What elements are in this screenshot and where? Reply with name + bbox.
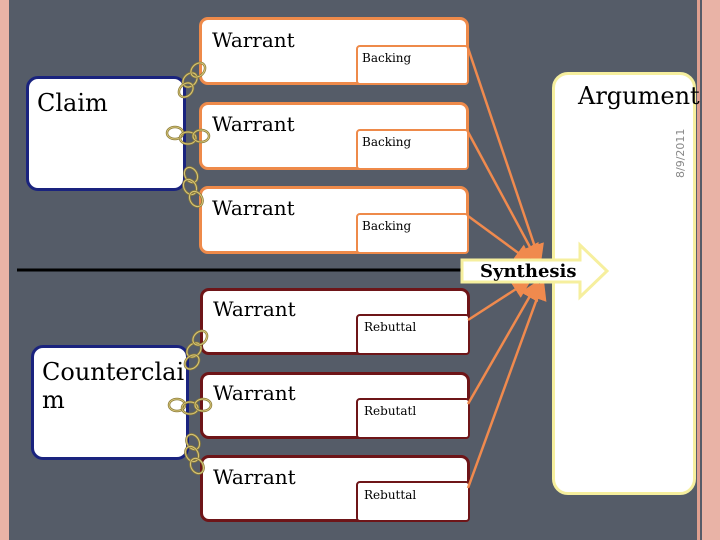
- counterclaim-label: Counterclai m: [42, 358, 185, 414]
- counterclaim-box: [31, 345, 189, 460]
- backing-box: [356, 213, 469, 254]
- claim-label: Claim: [37, 89, 108, 117]
- rebuttal-box: [356, 398, 470, 439]
- synthesis-label: Synthesis: [480, 261, 577, 282]
- warrant-label: Warrant: [212, 28, 295, 52]
- convergence-arrows: [466, 47, 547, 489]
- rebuttal-box: [356, 314, 470, 355]
- chain-icon: [181, 430, 208, 478]
- chain-icon: [180, 326, 212, 374]
- frame-right-border: [702, 0, 720, 540]
- warrant-label: Warrant: [213, 381, 296, 405]
- rebuttal-label: Rebuttal: [364, 320, 417, 334]
- backing-label: Backing: [362, 51, 412, 65]
- chain-icon: [167, 397, 213, 416]
- chain-icon: [165, 125, 211, 146]
- rebuttal-label: Rebutatl: [364, 404, 417, 418]
- argument-box: [552, 72, 696, 495]
- warrant-label: Warrant: [212, 112, 295, 136]
- backing-label: Backing: [362, 135, 412, 149]
- rebuttal-box: [356, 481, 470, 522]
- argument-label: Argument: [578, 82, 700, 110]
- chain-icon: [174, 58, 210, 102]
- warrant-label: Warrant: [212, 196, 295, 220]
- claim-box: [26, 76, 186, 191]
- frame-right-line: [697, 0, 700, 540]
- chain-icon: [179, 163, 207, 211]
- backing-box: [356, 129, 469, 170]
- synthesis-arrow: [460, 241, 610, 301]
- warrant-label: Warrant: [213, 297, 296, 321]
- warrant-label: Warrant: [213, 465, 296, 489]
- backing-label: Backing: [362, 219, 412, 233]
- frame-left-border: [0, 0, 9, 540]
- backing-box: [356, 45, 469, 85]
- rebuttal-label: Rebuttal: [364, 488, 417, 502]
